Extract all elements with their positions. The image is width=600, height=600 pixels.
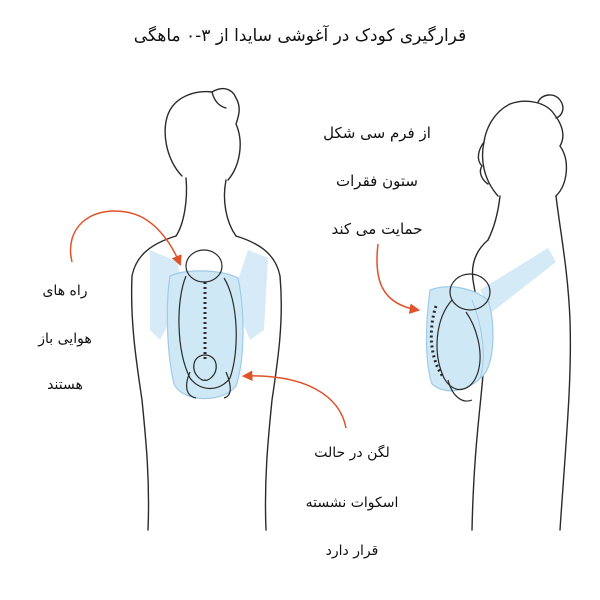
annotation-arrows — [69, 210, 421, 429]
spine-arrow — [376, 243, 421, 314]
spine-label-line-2: ستون فقرات — [336, 172, 418, 190]
pelvis-arrow — [241, 370, 347, 429]
pelvis-label-line-2: اسکوات نشسته — [305, 495, 399, 511]
pelvis-label-line-3: قرار دارد — [325, 543, 379, 559]
airways-label-line-3: هستند — [47, 377, 83, 393]
spine-label-line-3: حمایت می کند — [331, 220, 423, 238]
airways-arrow — [69, 210, 182, 266]
page-title: قرارگیری کودک در آغوشی سایدا از ۳-۰ ماهگ… — [133, 26, 467, 46]
airways-label-line-1: راه های — [42, 283, 88, 299]
side-view-carrier — [425, 248, 556, 392]
back-view-figure — [130, 87, 282, 531]
back-view-carrier — [150, 250, 268, 400]
back-view-baby — [178, 249, 237, 399]
spine-label-line-1: از فرم سی شکل — [323, 124, 431, 142]
pelvis-label-line-1: لگن در حالت — [314, 445, 390, 461]
airways-label-line-2: هوایی باز — [38, 331, 92, 347]
side-view-baby — [429, 273, 491, 402]
